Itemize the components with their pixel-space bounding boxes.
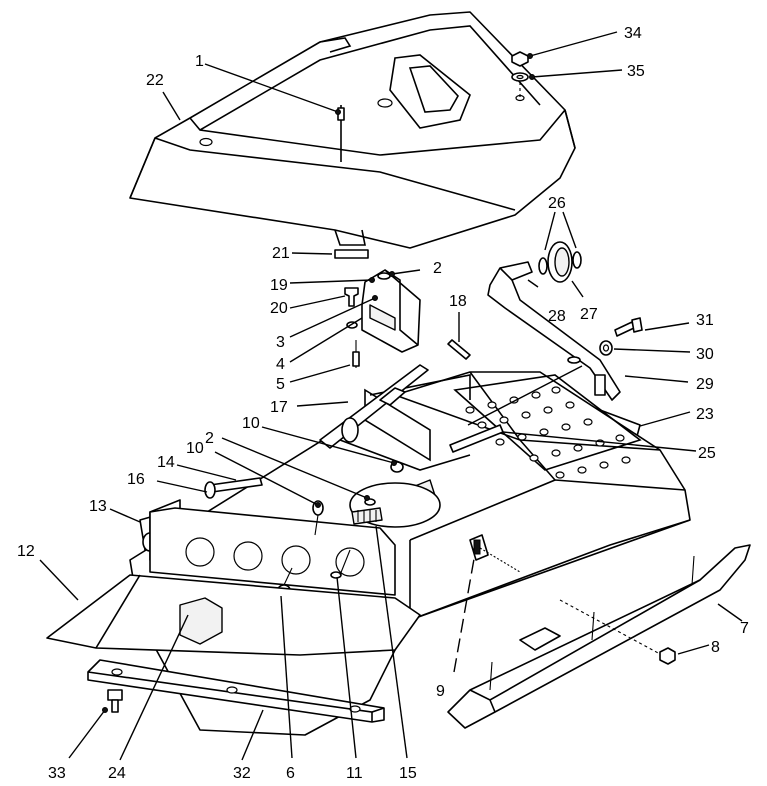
- callout-14: 14: [157, 454, 175, 471]
- plate-part-21: [334, 249, 369, 259]
- callout-17: 17: [270, 399, 288, 416]
- callout-34: 34: [624, 25, 642, 42]
- callout-11: 11: [346, 765, 363, 782]
- bracket-assembly: [344, 269, 421, 368]
- callout-12: 12: [17, 543, 35, 560]
- pin-part-18: [447, 339, 471, 360]
- callout-10-right: 10: [242, 415, 260, 432]
- callout-9: 9: [436, 683, 445, 700]
- callout-labels: 1 2 2 3 4 5 6 7 8 9 10 10 11 12 13 14 15…: [17, 25, 749, 782]
- bolt-part-9: [469, 534, 521, 573]
- callout-3: 3: [276, 334, 285, 351]
- callout-5: 5: [276, 376, 285, 393]
- callout-31: 31: [696, 312, 714, 329]
- callout-22: 22: [146, 72, 164, 89]
- callout-15: 15: [399, 765, 417, 782]
- callout-21: 21: [272, 245, 290, 262]
- leader-lines: [39, 31, 743, 761]
- callout-16: 16: [127, 471, 145, 488]
- callout-25: 25: [698, 445, 716, 462]
- callout-7: 7: [740, 620, 749, 637]
- callout-10-left: 10: [186, 440, 204, 457]
- callout-32: 32: [233, 765, 251, 782]
- callout-28: 28: [548, 308, 566, 325]
- bracket-arm-29: [487, 261, 621, 401]
- hole-pattern: [465, 386, 631, 479]
- callout-2-lower: 2: [205, 430, 214, 447]
- callout-8: 8: [711, 639, 720, 656]
- front-plate: [46, 574, 421, 656]
- skid-part-7: [447, 544, 751, 729]
- bar-part-32: [87, 659, 385, 723]
- callout-26: 26: [548, 195, 566, 212]
- callout-35: 35: [627, 63, 645, 80]
- callout-20: 20: [270, 300, 288, 317]
- callout-6: 6: [286, 765, 295, 782]
- callout-27: 27: [580, 306, 598, 323]
- callout-30: 30: [696, 346, 714, 363]
- front-panel: [149, 500, 396, 596]
- callout-33: 33: [48, 765, 66, 782]
- bolt-part-33: [107, 689, 123, 713]
- callout-2-upper: 2: [433, 260, 442, 277]
- callout-4: 4: [276, 356, 285, 373]
- top-cover: [129, 11, 576, 249]
- nut-part-8: [559, 599, 676, 665]
- callout-29: 29: [696, 376, 714, 393]
- roller-assembly: [538, 211, 582, 283]
- callout-23: 23: [696, 406, 714, 423]
- callout-24: 24: [108, 765, 126, 782]
- callout-18: 18: [449, 293, 467, 310]
- bolt-washer-30-31: [599, 317, 643, 356]
- callout-1: 1: [195, 53, 204, 70]
- callout-13: 13: [89, 498, 107, 515]
- nut-washer-34-35: [511, 51, 529, 98]
- callout-19: 19: [270, 277, 288, 294]
